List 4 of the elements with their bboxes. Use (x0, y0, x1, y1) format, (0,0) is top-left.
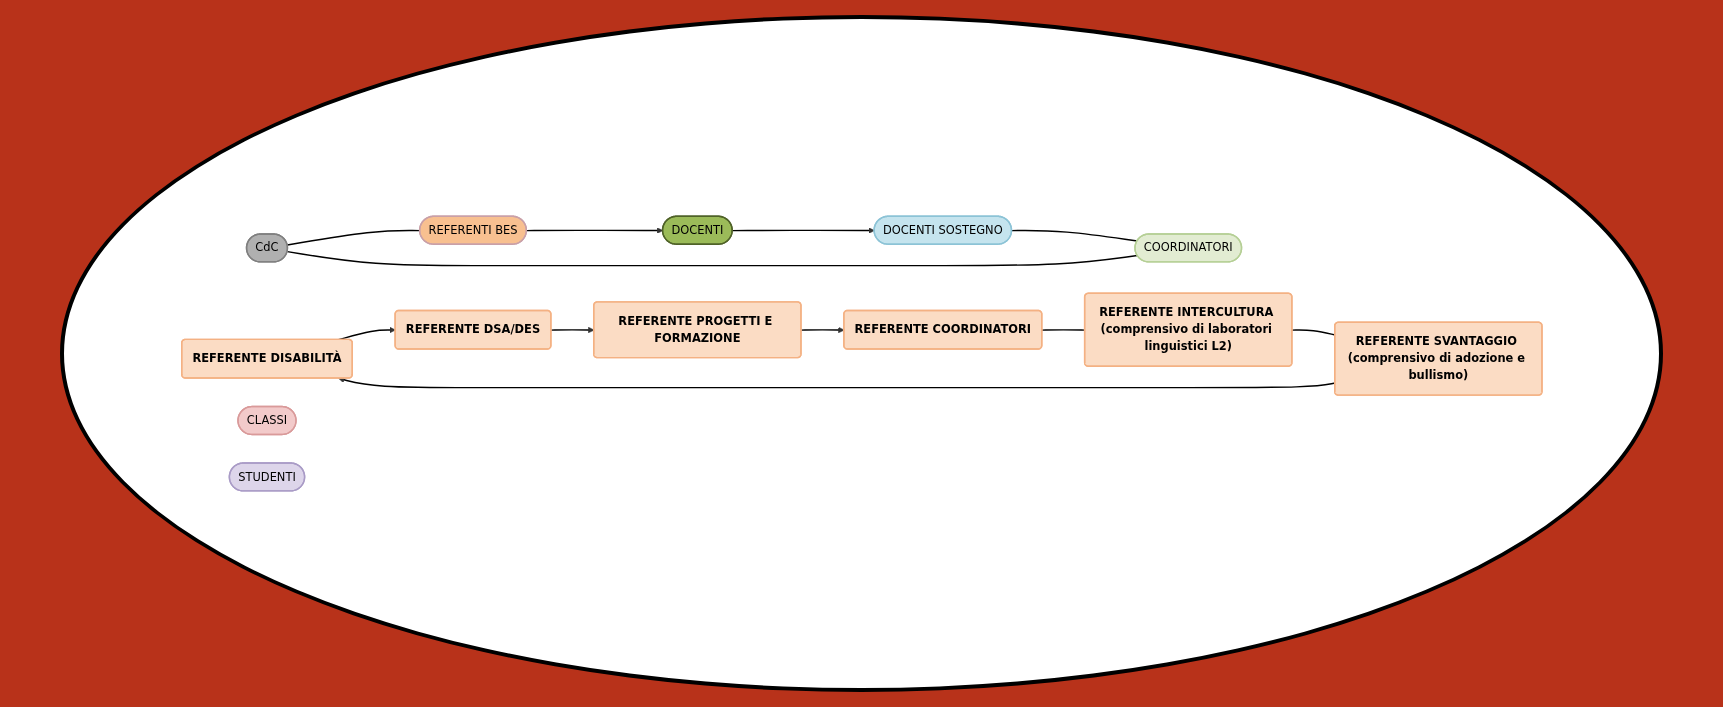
arrow (525, 227, 663, 234)
connector (286, 250, 1138, 267)
connector (1010, 229, 1138, 242)
arrow (731, 227, 875, 234)
